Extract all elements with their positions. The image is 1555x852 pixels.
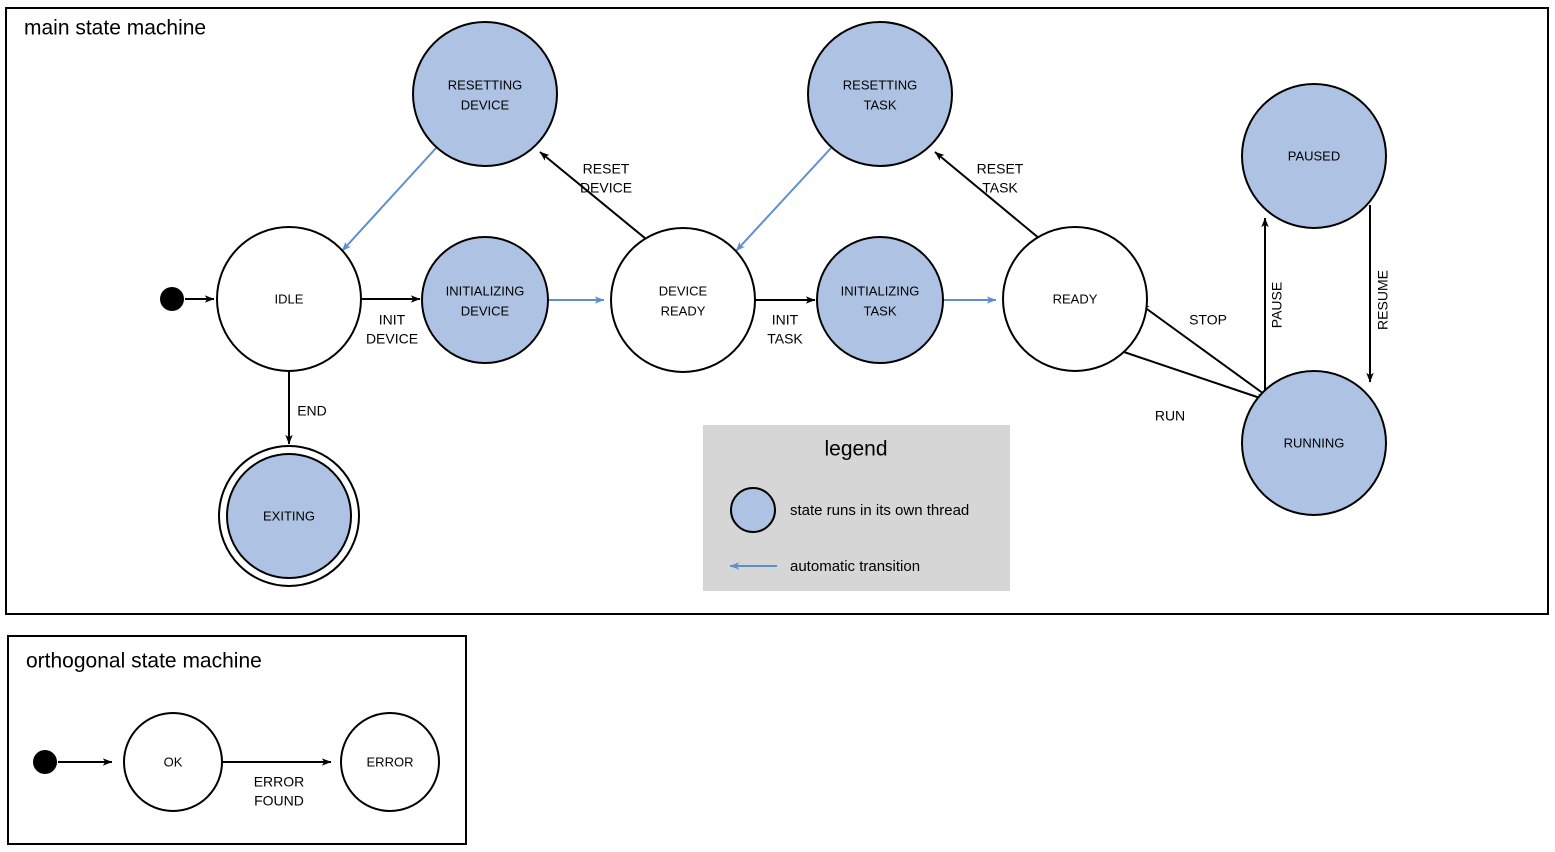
- state-resetting-task-circle[interactable]: [807, 21, 953, 167]
- thread-circle-swatch-icon: [730, 487, 776, 533]
- state-resetting-device-label-line2: DEVICE: [461, 97, 510, 112]
- edge-running-to-ready: [1139, 303, 1265, 395]
- state-initializing-device-circle[interactable]: [421, 236, 549, 364]
- main-frame-border: [5, 7, 1549, 615]
- state-running-label: RUNNING: [1284, 435, 1345, 450]
- main-frame-title: main state machine: [24, 17, 206, 40]
- state-paused-circle[interactable]: [1241, 83, 1387, 229]
- state-ok-label: OK: [164, 754, 183, 769]
- edge-label-reset-device-line1: RESET: [583, 161, 630, 177]
- initial-state-dot: [160, 287, 184, 311]
- edge-label-resume: RESUME: [1375, 270, 1391, 330]
- state-device-ready-label-line1: DEVICE: [659, 283, 708, 298]
- main-states: IDLE RESETTING DEVICE INITIALIZING DEVIC…: [160, 21, 1387, 587]
- state-paused[interactable]: PAUSED: [1241, 83, 1387, 229]
- state-device-ready-circle[interactable]: [610, 227, 756, 373]
- edge-ready-to-resetting-task: [934, 151, 1041, 240]
- edge-label-init-task-line2: TASK: [767, 331, 803, 347]
- legend: legend state runs in its own thread auto…: [703, 425, 1010, 591]
- legend-title: legend: [824, 438, 887, 461]
- edge-label-reset-task-line1: RESET: [977, 161, 1024, 177]
- edge-resetting-task-to-device-ready: [735, 146, 833, 252]
- state-resetting-task[interactable]: RESETTING TASK: [807, 21, 953, 167]
- state-exiting[interactable]: EXITING: [218, 445, 360, 587]
- state-initializing-device-label-line2: DEVICE: [461, 303, 510, 318]
- state-idle[interactable]: IDLE: [216, 226, 362, 372]
- state-idle-circle[interactable]: [216, 226, 362, 372]
- orthogonal-frame-border: [7, 635, 467, 845]
- state-resetting-device[interactable]: RESETTING DEVICE: [412, 21, 558, 167]
- state-initializing-task-label-line1: INITIALIZING: [841, 283, 920, 298]
- state-idle-label: IDLE: [275, 291, 304, 306]
- state-resetting-device-label-line1: RESETTING: [448, 77, 522, 92]
- state-device-ready-label-line2: READY: [661, 303, 706, 318]
- state-running-circle[interactable]: [1241, 370, 1387, 516]
- state-running[interactable]: RUNNING: [1241, 370, 1387, 516]
- state-ok[interactable]: OK: [123, 712, 223, 812]
- edge-label-init-task-line1: INIT: [772, 312, 799, 328]
- edge-label-run: RUN: [1155, 408, 1185, 424]
- state-ready-label: READY: [1053, 291, 1098, 306]
- main-transitions: INIT DEVICE END RESET DEVICE INIT TASK R…: [185, 146, 1391, 445]
- orthogonal-initial-state-dot: [33, 750, 57, 774]
- edge-label-init-device-line1: INIT: [379, 312, 406, 328]
- edge-device-ready-to-resetting-device: [539, 151, 647, 240]
- state-initializing-device[interactable]: INITIALIZING DEVICE: [421, 236, 549, 364]
- main-state-machine-frame: main state machine: [5, 7, 1549, 615]
- orthogonal-state-machine-frame: orthogonal state machine ERROR FOUND OK …: [7, 635, 467, 845]
- state-ready[interactable]: READY: [1002, 226, 1148, 372]
- state-device-ready[interactable]: DEVICE READY: [610, 227, 756, 373]
- edge-label-reset-task-line2: TASK: [982, 180, 1018, 196]
- state-exiting-circle[interactable]: [226, 453, 352, 579]
- state-resetting-task-label-line1: RESETTING: [843, 77, 917, 92]
- edge-label-error-found-line2: FOUND: [254, 793, 304, 809]
- legend-item-thread-label: state runs in its own thread: [790, 502, 969, 519]
- edge-label-init-device-line2: DEVICE: [366, 331, 418, 347]
- state-error-circle[interactable]: [340, 712, 440, 812]
- legend-item-automatic-label: automatic transition: [790, 558, 920, 575]
- state-initializing-task-label-line2: TASK: [864, 303, 897, 318]
- orthogonal-frame-title: orthogonal state machine: [26, 650, 262, 673]
- edge-label-reset-device-line2: DEVICE: [580, 180, 632, 196]
- edge-label-error-found-line1: ERROR: [254, 774, 305, 790]
- edge-label-stop: STOP: [1189, 312, 1227, 328]
- state-error-label: ERROR: [367, 754, 414, 769]
- state-initializing-task-circle[interactable]: [816, 236, 944, 364]
- state-initializing-task[interactable]: INITIALIZING TASK: [816, 236, 944, 364]
- state-paused-label: PAUSED: [1288, 148, 1341, 163]
- edge-label-end: END: [297, 403, 327, 419]
- state-initializing-device-label-line1: INITIALIZING: [446, 283, 525, 298]
- edge-resetting-device-to-idle: [341, 146, 438, 252]
- state-resetting-task-label-line2: TASK: [864, 97, 897, 112]
- edge-label-pause: PAUSE: [1269, 282, 1285, 328]
- state-resetting-device-circle[interactable]: [412, 21, 558, 167]
- edge-ready-to-running: [1123, 351, 1267, 401]
- state-ready-circle[interactable]: [1002, 226, 1148, 372]
- state-ok-circle[interactable]: [123, 712, 223, 812]
- state-exiting-label: EXITING: [263, 508, 315, 523]
- state-error[interactable]: ERROR: [340, 712, 440, 812]
